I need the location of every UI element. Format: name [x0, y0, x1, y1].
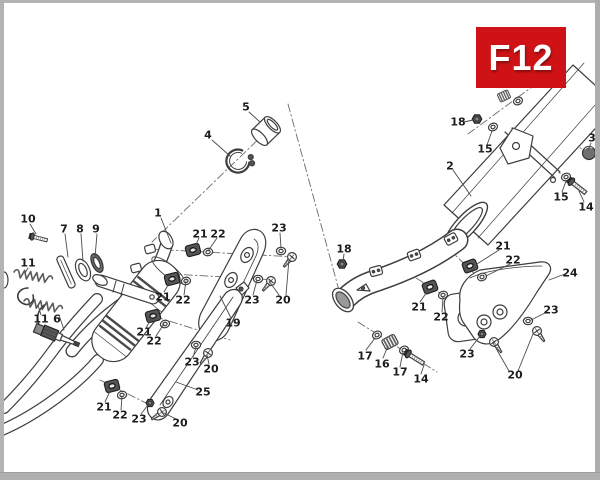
rubber-bushing — [380, 332, 400, 352]
frame-border-left — [0, 0, 4, 480]
flange-bolt-drawing — [28, 231, 49, 245]
mid-pipe-drawing — [331, 228, 469, 313]
oxygen-sensor-drawing — [32, 304, 81, 348]
pipe-clamp-drawing — [225, 148, 256, 174]
shield-screw — [487, 335, 506, 356]
mount-washer — [511, 95, 525, 107]
shield-screw — [530, 324, 549, 345]
gasket-stack-drawing — [56, 253, 104, 289]
pushnut-washer — [158, 318, 172, 330]
muffler-drawing — [443, 62, 600, 249]
frame-border-top — [0, 0, 600, 3]
pushnut-washer — [201, 246, 215, 258]
leader-lines — [24, 111, 592, 420]
clamp-fastener — [103, 378, 121, 394]
clamp-fastener — [420, 278, 440, 296]
mount-bolt — [565, 175, 589, 197]
mount-washer — [486, 121, 500, 133]
heat-shield-25-drawing — [146, 281, 250, 421]
frame-border-bottom — [0, 472, 600, 480]
mount-bolt — [402, 347, 427, 368]
clamp-fastener — [184, 242, 202, 258]
shield-washer — [522, 316, 534, 326]
heat-shield-24-drawing — [458, 261, 552, 345]
mount-nut — [336, 259, 348, 269]
sleeve-drawing — [250, 115, 282, 147]
mount-bushing — [496, 88, 512, 104]
page-code-badge: F12 — [476, 27, 566, 88]
clamp-fastener — [460, 257, 480, 275]
shield-washer — [252, 274, 264, 284]
page-code: F12 — [488, 36, 554, 78]
frame-border-right — [595, 0, 600, 480]
mount-nut — [471, 114, 483, 124]
